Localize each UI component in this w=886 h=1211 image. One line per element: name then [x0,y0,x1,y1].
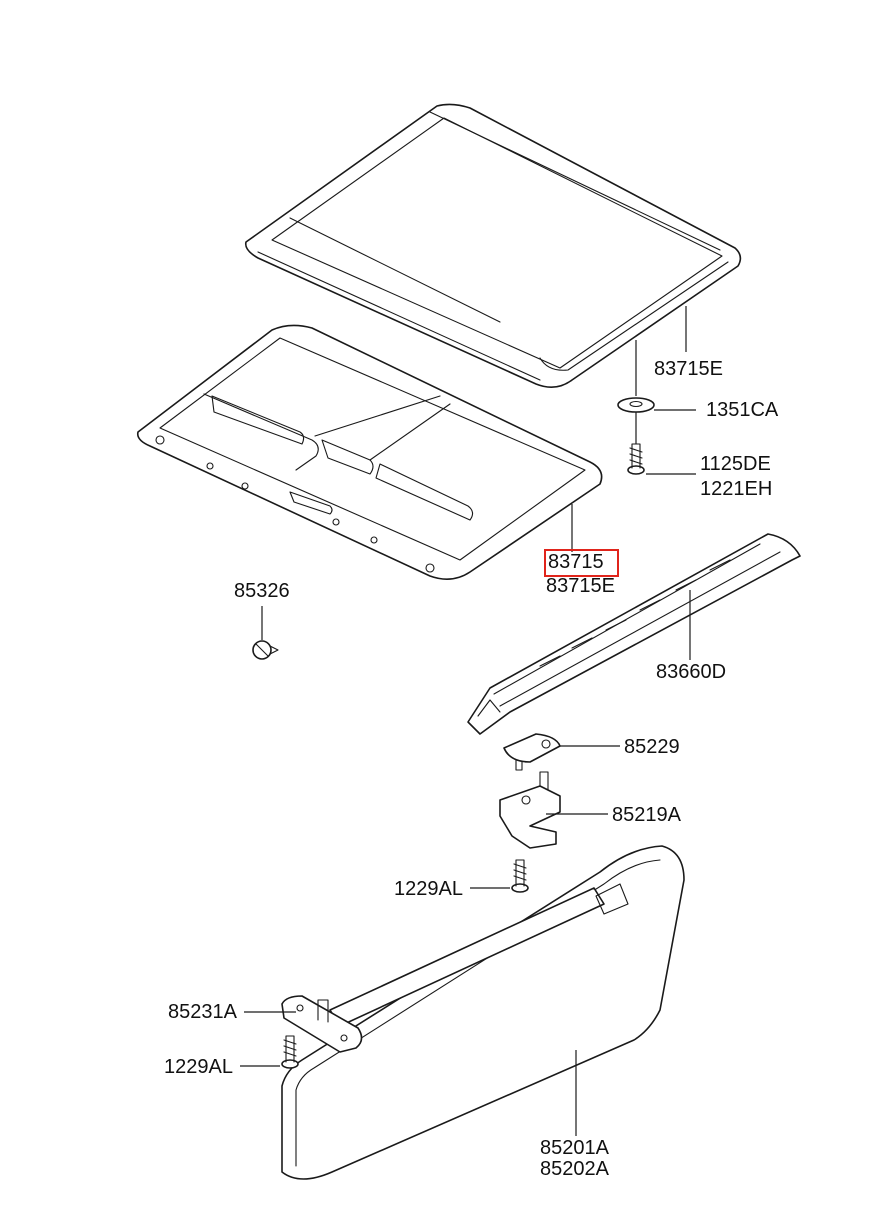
roof-rail [467,533,801,735]
highlight-box [544,549,619,577]
label-83715E-roof: 83715E [654,358,723,380]
headlining-panel [136,324,603,580]
screw-top [627,443,645,475]
clip [252,640,279,660]
label-85231A: 85231A [168,1001,237,1023]
label-85229: 85229 [624,736,680,758]
label-83715E-headlining: 83715E [546,575,615,597]
washer [617,397,655,413]
label-85219A: 85219A [612,804,681,826]
label-85326: 85326 [234,580,290,602]
roof-panel [244,103,742,388]
label-1125DE: 1125DE [700,453,771,475]
label-1351CA: 1351CA [706,399,779,421]
label-85202A: 85202A [540,1158,609,1180]
label-1221EH: 1221EH [700,478,773,500]
leader-lines [240,306,696,1136]
screw-lower [281,1035,299,1069]
label-1229AL-lower: 1229AL [164,1056,233,1078]
label-83715[interactable]: 83715 [548,551,604,573]
screw-upper [511,859,529,893]
label-1229AL-upper: 1229AL [394,878,463,900]
sun-visor [281,845,685,1180]
label-85201A: 85201A [540,1137,609,1159]
visor-bracket [499,771,561,849]
retainer [503,733,561,771]
visor-holder [281,995,363,1053]
label-83660D: 83660D [656,661,727,683]
